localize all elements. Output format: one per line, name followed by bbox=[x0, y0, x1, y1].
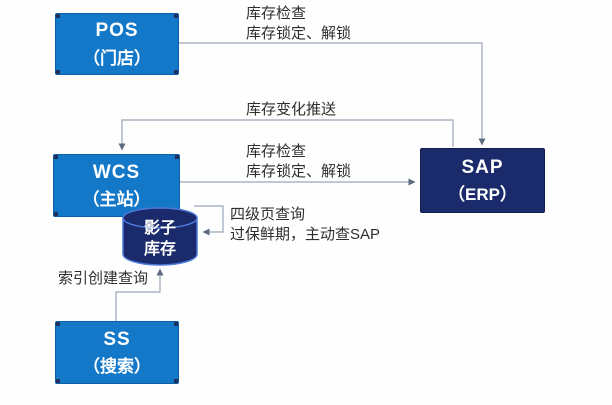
node-sap-subtitle: （ERP） bbox=[448, 185, 517, 205]
edge-label-wcs-to-sap: 库存检查 库存锁定、解锁 bbox=[246, 142, 351, 182]
node-wcs: WCS （主站） bbox=[53, 154, 180, 217]
shadow-inventory-label-line1: 影子 bbox=[143, 220, 176, 237]
node-ss-title: SS bbox=[103, 328, 131, 350]
edge-label-wcs-to-sap-line1: 库存检查 bbox=[246, 143, 307, 160]
node-pos-title: POS bbox=[95, 20, 139, 42]
node-pos: POS （门店） bbox=[55, 13, 179, 75]
node-ss-subtitle: （搜索） bbox=[83, 357, 151, 377]
node-wcs-subtitle: （主站） bbox=[82, 190, 151, 210]
edge-label-shadow-query-line2: 过保鲜期，主动查SAP bbox=[230, 226, 381, 243]
node-sap-title: SAP bbox=[461, 156, 504, 178]
node-pos-subtitle: （门店） bbox=[83, 48, 151, 68]
edge-label-ss-index-query: 索引创建查询 bbox=[58, 270, 149, 287]
edge-label-inventory-push: 库存变化推送 bbox=[246, 101, 337, 118]
node-sap: SAP （ERP） bbox=[420, 148, 545, 213]
edge-label-pos-to-sap: 库存检查 库存锁定、解锁 bbox=[246, 4, 351, 44]
edge-label-shadow-query: 四级页查询 过保鲜期，主动查SAP bbox=[230, 205, 380, 245]
edge-label-wcs-to-sap-line2: 库存锁定、解锁 bbox=[246, 163, 352, 180]
edge-label-pos-to-sap-line2: 库存锁定、解锁 bbox=[246, 25, 352, 42]
edge-label-pos-to-sap-line1: 库存检查 bbox=[246, 5, 307, 22]
node-shadow-inventory: 影子 库存 bbox=[122, 207, 198, 267]
edge-pos-to-sap bbox=[178, 42, 486, 146]
node-ss: SS （搜索） bbox=[55, 321, 179, 384]
edge-label-shadow-query-line1: 四级页查询 bbox=[230, 206, 306, 223]
edge-shadow-query-loop bbox=[194, 205, 224, 236]
node-wcs-title: WCS bbox=[92, 161, 141, 183]
shadow-inventory-label-line2: 库存 bbox=[143, 241, 176, 258]
database-cylinder-icon bbox=[122, 207, 198, 266]
